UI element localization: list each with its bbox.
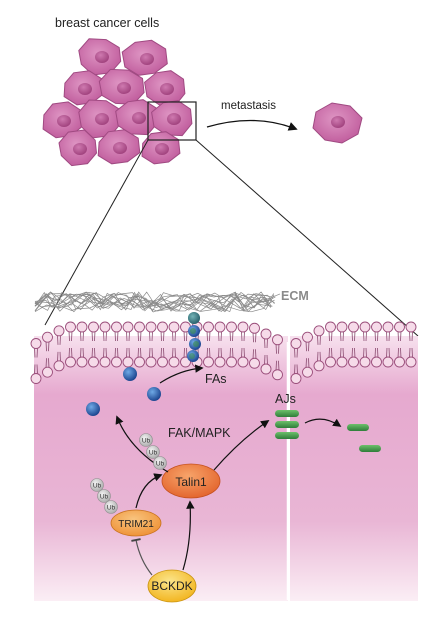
lipid: [290, 338, 302, 384]
svg-text:Ub: Ub: [100, 494, 109, 501]
ubiquitin: Ub: [97, 489, 111, 503]
lipid: [42, 331, 53, 378]
bckdk-node: BCKDK: [147, 569, 197, 603]
lipid: [348, 321, 359, 368]
talin1-to-ajs-arrow: [213, 420, 270, 471]
lipid: [302, 331, 313, 378]
breast-cancer-cells-label: breast cancer cells: [55, 16, 159, 30]
lipid: [53, 325, 65, 372]
aj-disassembly-arrow: [304, 418, 342, 427]
trim21-node: TRIM21: [110, 509, 162, 537]
extracellular-matrix-fibers: [34, 291, 281, 313]
lipid: [249, 322, 260, 369]
talin1-label: Talin1: [175, 475, 207, 489]
ecm-fiber: [34, 292, 271, 313]
lipid: [260, 328, 272, 375]
lipid: [336, 321, 348, 368]
svg-text:Ub: Ub: [107, 505, 116, 512]
lipid: [203, 321, 214, 368]
lipid: [405, 321, 417, 368]
cancer-cell: [97, 129, 141, 165]
ubiquitin: Ub: [104, 500, 118, 514]
zoom-box: [147, 101, 197, 141]
metastatic-cell: [312, 102, 363, 144]
cancer-cell: [78, 99, 122, 139]
fak-mapk-label: FAK/MAPK: [168, 426, 231, 440]
lipid: [145, 321, 157, 368]
bckdk-to-talin1-arrow: [182, 500, 195, 571]
lipid: [237, 321, 249, 368]
svg-text:Ub: Ub: [142, 438, 151, 445]
svg-text:Ub: Ub: [149, 450, 158, 457]
lipid: [122, 321, 134, 368]
ajs-label: AJs: [275, 392, 296, 406]
cancer-cell: [78, 38, 122, 76]
lipid: [111, 321, 122, 368]
lipid: [214, 321, 226, 368]
lipid: [226, 321, 237, 368]
lipid: [313, 325, 325, 372]
lipid: [65, 321, 76, 368]
adherens-junctions: [275, 410, 299, 439]
lipid: [168, 321, 180, 368]
lipid: [157, 321, 168, 368]
disassembled-adherens-junctions: [347, 424, 381, 452]
metastasis-label: metastasis: [221, 100, 276, 112]
lipid: [382, 321, 394, 368]
ubiquitin: Ub: [139, 433, 153, 447]
ubiquitin: Ub: [90, 478, 104, 492]
cancer-cell: [121, 39, 168, 76]
cancer-cell: [115, 99, 159, 136]
breast-cancer-cell-cluster: [42, 38, 193, 167]
ecm-fiber: [34, 293, 281, 313]
lipid: [180, 321, 191, 368]
fas-label: FAs: [205, 372, 227, 386]
lipid: [99, 321, 111, 368]
lipid: [272, 334, 283, 381]
bckdk-label: BCKDK: [151, 579, 192, 593]
cancer-cell: [144, 70, 186, 107]
lipid: [30, 338, 42, 384]
ubiquitin: Ub: [146, 445, 160, 459]
bckdk-inhibits-trim21: [131, 538, 153, 576]
cancer-cell: [63, 70, 105, 106]
ubiquitin: Ub: [153, 456, 167, 470]
lipid: [359, 321, 371, 368]
metastasis-arrow: [206, 119, 298, 131]
cancer-cell: [58, 129, 98, 167]
lipid: [325, 321, 336, 368]
trim21-to-talin1-arrow: [135, 473, 163, 509]
svg-text:Ub: Ub: [156, 461, 165, 468]
zoom-line-right: [195, 139, 419, 337]
lipid: [394, 321, 405, 368]
integrin-to-fa-arrow: [159, 364, 204, 384]
lipid: [88, 321, 99, 368]
lipid: [371, 321, 382, 368]
ecm-fiber: [34, 291, 275, 313]
focal-adhesion-cluster: [187, 312, 201, 362]
cell-cytoplasm-right: [290, 336, 418, 601]
free-integrins: [86, 367, 161, 416]
svg-text:Ub: Ub: [93, 483, 102, 490]
cancer-cell: [151, 100, 193, 137]
cancer-cell: [42, 101, 84, 139]
lipid: [134, 321, 145, 368]
talin1-node: Talin1: [161, 463, 221, 499]
ecm-fiber: [34, 291, 275, 312]
ecm-label: ECM: [281, 289, 309, 303]
trim21-label: TRIM21: [118, 519, 154, 530]
lipid: [76, 321, 88, 368]
